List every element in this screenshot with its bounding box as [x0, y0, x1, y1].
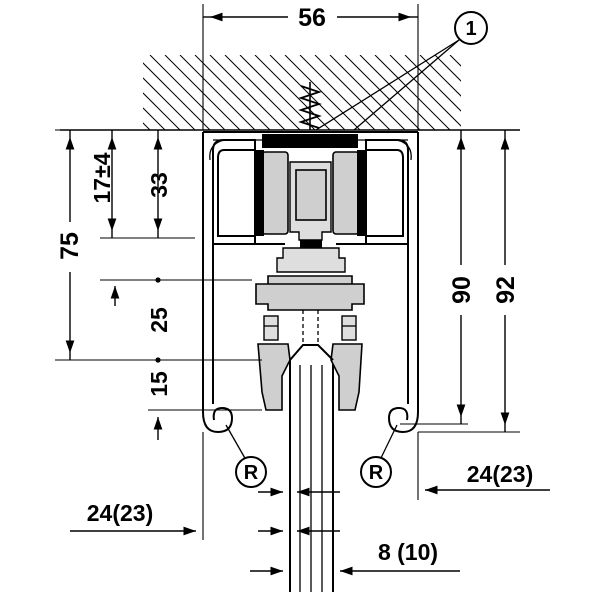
hatch-line	[510, 55, 585, 130]
dim-height-15: 15	[146, 371, 262, 440]
dim-panel-thickness: 8 (10)	[250, 539, 460, 576]
track-profile	[202, 131, 419, 434]
label-height-75: 75	[56, 232, 84, 260]
dim-width-56: 56	[202, 4, 419, 130]
hatch-line	[224, 55, 301, 130]
svg-text:1: 1	[465, 18, 476, 40]
hatch-line	[434, 55, 461, 82]
hatch-line	[269, 55, 346, 130]
dim-height-75: 75	[55, 129, 262, 361]
hatch-line	[555, 55, 600, 130]
hatch-line	[143, 122, 151, 130]
hatch-line	[449, 55, 461, 67]
fixing-screw	[298, 82, 322, 130]
hatch-line	[239, 55, 316, 130]
hatch-line	[143, 77, 196, 130]
hatch-line	[143, 107, 166, 130]
label-height-15: 15	[146, 371, 172, 397]
dim-offset-right: 24(23)	[417, 432, 550, 500]
svg-text:R: R	[369, 462, 384, 484]
hatch-line	[419, 55, 461, 97]
label-panel-thickness: 8 (10)	[378, 539, 438, 565]
label-width-56: 56	[298, 4, 326, 32]
label-offset-left: 24(23)	[87, 500, 153, 526]
hatch-line	[344, 55, 421, 130]
ceiling-hatch	[60, 55, 600, 130]
hatch-line	[299, 55, 376, 130]
hatch-line	[480, 55, 555, 130]
hatch-line	[465, 55, 540, 130]
label-height-33: 33	[146, 172, 172, 198]
hatch-line	[495, 55, 570, 130]
hatch-line	[329, 55, 406, 130]
dim-height-92: 92	[418, 130, 520, 433]
label-height-92: 92	[492, 276, 520, 304]
trolley-carriage	[254, 82, 367, 411]
label-height-25: 25	[146, 307, 172, 333]
callout-r-left: R	[225, 424, 267, 488]
hatch-line	[314, 55, 391, 130]
hatch-line	[60, 55, 135, 130]
hatch-line	[209, 55, 286, 130]
door-panel	[289, 360, 334, 592]
hatch-line	[179, 55, 256, 130]
dim-offset-left: 24(23)	[70, 432, 340, 540]
hatch-line	[143, 62, 211, 130]
hatch-line	[525, 55, 600, 130]
hatch-line	[540, 55, 600, 130]
dim-height-17: 17±4	[89, 130, 195, 239]
callout-part-1: 1	[315, 11, 488, 131]
label-height-17: 17±4	[89, 152, 115, 203]
hatch-line	[149, 55, 226, 130]
callout-r-right: R	[360, 424, 398, 488]
dim-height-90: 90	[400, 129, 520, 425]
label-height-90: 90	[448, 276, 476, 304]
hatch-line	[254, 55, 331, 130]
hatch-line	[143, 92, 181, 130]
hatch-line	[389, 55, 461, 127]
hatch-line	[194, 55, 271, 130]
dim-height-25: 25	[100, 277, 252, 363]
hatch-line	[374, 55, 451, 130]
dim-height-33: 33	[146, 130, 172, 238]
label-offset-right: 24(23)	[467, 461, 533, 487]
svg-text:R: R	[244, 462, 259, 484]
hatch-line	[284, 55, 361, 130]
